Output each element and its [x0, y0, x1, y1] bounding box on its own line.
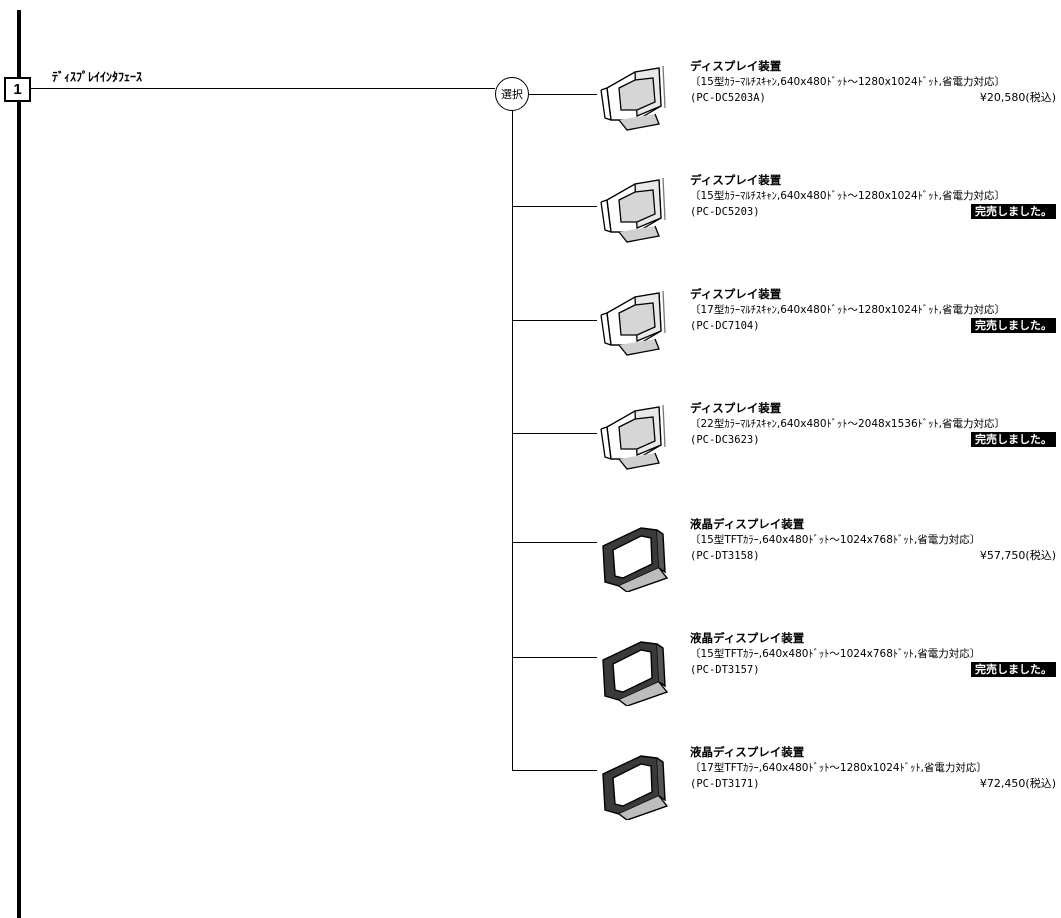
- product-name: 液晶ディスプレイ装置: [690, 631, 805, 645]
- branch-line-0: [529, 94, 597, 95]
- product-price: ¥72,450(税込): [979, 777, 1056, 790]
- select-node: 選択: [495, 77, 529, 111]
- product-spec: 〔15型TFTｶﾗｰ,640x480ﾄﾞｯﾄ～1024x768ﾄﾞｯﾄ,省電力対…: [690, 648, 981, 660]
- lcd-monitor-icon: [597, 744, 677, 821]
- product-item: 液晶ディスプレイ装置〔15型TFTｶﾗｰ,640x480ﾄﾞｯﾄ～1024x76…: [690, 516, 1056, 564]
- product-name: ディスプレイ装置: [690, 287, 782, 301]
- product-price: ¥57,750(税込): [979, 549, 1056, 562]
- product-spec: 〔15型ｶﾗｰﾏﾙﾁｽｷｬﾝ,640x480ﾄﾞｯﾄ～1280x1024ﾄﾞｯﾄ…: [690, 76, 1005, 88]
- branch-trunk-line: [512, 111, 513, 771]
- main-bus-line: [17, 10, 21, 918]
- product-model: (PC-DT3171): [690, 778, 760, 790]
- branch-line-3: [512, 320, 597, 321]
- product-spec: 〔22型ｶﾗｰﾏﾙﾁｽｷｬﾝ,640x480ﾄﾞｯﾄ～2048x1536ﾄﾞｯﾄ…: [690, 418, 1005, 430]
- sold-out-badge: 完売しました。: [971, 318, 1056, 333]
- crt-monitor-icon: [597, 170, 677, 246]
- product-item: ディスプレイ装置〔15型ｶﾗｰﾏﾙﾁｽｷｬﾝ,640x480ﾄﾞｯﾄ～1280x…: [690, 58, 1056, 106]
- sold-out-badge: 完売しました。: [971, 432, 1056, 447]
- lcd-monitor-icon: [597, 630, 677, 707]
- product-item: 液晶ディスプレイ装置〔17型TFTｶﾗｰ,640x480ﾄﾞｯﾄ～1280x10…: [690, 744, 1056, 792]
- product-item: ディスプレイ装置〔22型ｶﾗｰﾏﾙﾁｽｷｬﾝ,640x480ﾄﾞｯﾄ～2048x…: [690, 400, 1056, 448]
- crt-monitor-icon: [597, 283, 677, 359]
- product-item: ディスプレイ装置〔17型ｶﾗｰﾏﾙﾁｽｷｬﾝ,640x480ﾄﾞｯﾄ～1280x…: [690, 286, 1056, 334]
- product-model: (PC-DT3158): [690, 550, 760, 562]
- product-spec: 〔15型TFTｶﾗｰ,640x480ﾄﾞｯﾄ～1024x768ﾄﾞｯﾄ,省電力対…: [690, 534, 981, 546]
- product-model: (PC-DT3157): [690, 664, 760, 676]
- branch-line-2: [512, 206, 597, 207]
- crt-monitor-icon: [597, 397, 677, 473]
- product-name: ディスプレイ装置: [690, 401, 782, 415]
- item-number: 1: [13, 81, 22, 98]
- product-name: 液晶ディスプレイ装置: [690, 745, 805, 759]
- interface-label: ﾃﾞｨｽﾌﾟﾚｲｲﾝﾀﾌｪｰｽ: [52, 70, 143, 84]
- sold-out-badge: 完売しました。: [971, 662, 1056, 677]
- branch-line-4: [512, 433, 597, 434]
- item-number-box: 1: [4, 77, 31, 102]
- product-model: (PC-DC7104): [690, 320, 760, 332]
- branch-line-5: [512, 542, 597, 543]
- product-name: 液晶ディスプレイ装置: [690, 517, 805, 531]
- lcd-monitor-icon: [597, 516, 677, 593]
- product-model: (PC-DC3623): [690, 434, 760, 446]
- product-model: (PC-DC5203): [690, 206, 760, 218]
- product-spec: 〔15型ｶﾗｰﾏﾙﾁｽｷｬﾝ,640x480ﾄﾞｯﾄ～1280x1024ﾄﾞｯﾄ…: [690, 190, 1005, 202]
- product-name: ディスプレイ装置: [690, 59, 782, 73]
- product-price: ¥20,580(税込): [979, 91, 1056, 104]
- branch-line-6: [512, 657, 597, 658]
- interface-connector-line: [31, 88, 495, 89]
- product-spec: 〔17型ｶﾗｰﾏﾙﾁｽｷｬﾝ,640x480ﾄﾞｯﾄ～1280x1024ﾄﾞｯﾄ…: [690, 304, 1005, 316]
- product-name: ディスプレイ装置: [690, 173, 782, 187]
- crt-monitor-icon: [597, 58, 677, 134]
- branch-line-7: [512, 770, 597, 771]
- sold-out-badge: 完売しました。: [971, 204, 1056, 219]
- product-model: (PC-DC5203A): [690, 92, 766, 104]
- product-spec: 〔17型TFTｶﾗｰ,640x480ﾄﾞｯﾄ～1280x1024ﾄﾞｯﾄ,省電力…: [690, 762, 987, 774]
- product-item: ディスプレイ装置〔15型ｶﾗｰﾏﾙﾁｽｷｬﾝ,640x480ﾄﾞｯﾄ～1280x…: [690, 172, 1056, 220]
- product-item: 液晶ディスプレイ装置〔15型TFTｶﾗｰ,640x480ﾄﾞｯﾄ～1024x76…: [690, 630, 1056, 678]
- select-label: 選択: [501, 88, 523, 101]
